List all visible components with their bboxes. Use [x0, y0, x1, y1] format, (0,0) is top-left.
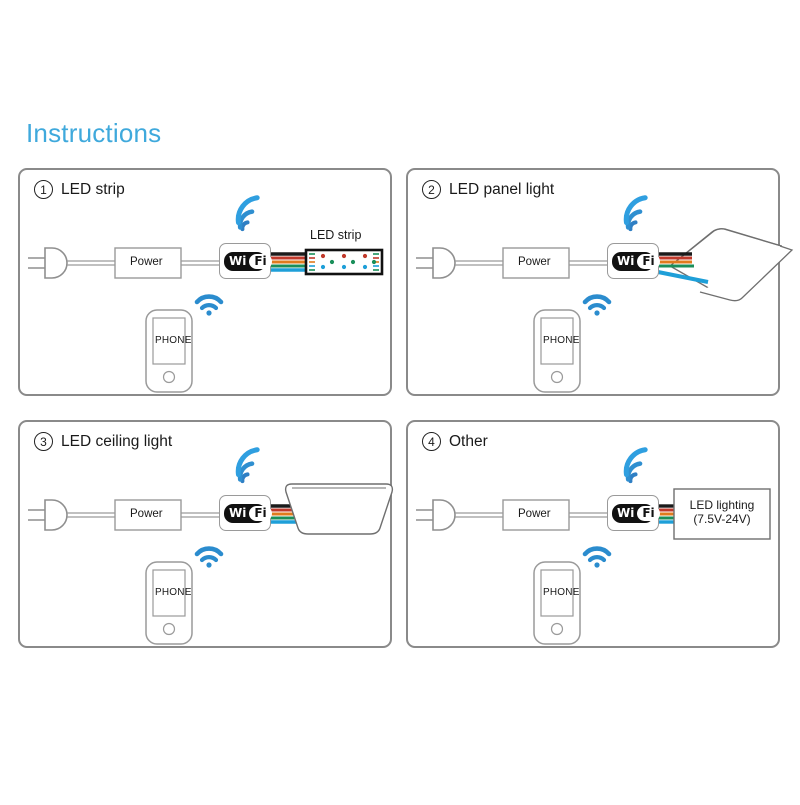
- power-plug-icon: [28, 247, 68, 279]
- panel-3-title: LED ceiling light: [61, 432, 173, 450]
- rgb-wire-bundle: [657, 252, 709, 284]
- led-ceiling-light-shape: [284, 483, 394, 535]
- wifi-brand-fi: Fi: [249, 505, 272, 521]
- panel-3-number: 3: [34, 432, 53, 451]
- cord-plug-to-power: [67, 260, 115, 266]
- wifi-controller-module[interactable]: Wi Fi: [607, 243, 660, 279]
- led-lighting-label-line1: LED lighting: [689, 498, 755, 512]
- wifi-brand-fi: Fi: [637, 253, 660, 269]
- wifi-brand-wi: Wi: [229, 506, 247, 520]
- wifi-brand-logo: Wi Fi: [224, 503, 272, 523]
- wifi-brand-fi: Fi: [249, 253, 272, 269]
- led-strip-body: [304, 248, 384, 276]
- panel-2-number: 2: [422, 180, 441, 199]
- wifi-controller-module[interactable]: Wi Fi: [607, 495, 660, 531]
- wifi-signal-icon-lower: [582, 546, 612, 568]
- power-label: Power: [130, 508, 163, 520]
- led-strip-label: LED strip: [310, 228, 362, 242]
- panel-led-panel-light: 2 LED panel light: [406, 168, 782, 396]
- rgb-wire-bundle: [658, 504, 674, 524]
- power-plug-icon: [28, 499, 68, 531]
- power-plug-icon: [416, 499, 456, 531]
- rgb-wire-bundle: [270, 504, 296, 524]
- panel-4-number: 4: [422, 432, 441, 451]
- smartphone-icon: [145, 561, 193, 645]
- wifi-signal-icon-lower: [194, 546, 224, 568]
- panel-1-title: LED strip: [61, 180, 125, 198]
- wifi-brand-wi: Wi: [229, 254, 247, 268]
- wifi-brand-logo: Wi Fi: [612, 251, 660, 271]
- led-strip-pads: [309, 253, 315, 271]
- power-label: Power: [518, 508, 551, 520]
- led-lighting-label: LED lighting (7.5V-24V): [680, 498, 764, 526]
- panel-2-diagram: [408, 170, 782, 394]
- phone-label: PHONE: [543, 587, 580, 598]
- panel-2-title: LED panel light: [449, 180, 555, 198]
- panel-3-header: 3 LED ceiling light: [34, 432, 172, 451]
- cord-plug-to-power: [455, 512, 503, 518]
- wifi-signal-icon-lower: [582, 294, 612, 316]
- panel-led-ceiling-light: 3 LED ceiling light: [18, 420, 394, 648]
- panel-4-title: Other: [449, 432, 488, 450]
- wifi-signal-icon-lower: [194, 294, 224, 316]
- panel-1-diagram: [20, 170, 390, 394]
- wifi-brand-logo: Wi Fi: [612, 503, 660, 523]
- panel-1-header: 1 LED strip: [34, 180, 125, 199]
- panel-other: 4 Other: [406, 420, 780, 648]
- page-title: Instructions: [26, 118, 162, 148]
- wifi-brand-wi: Wi: [617, 506, 635, 520]
- wifi-signal-icon: [623, 447, 648, 484]
- panel-1-number: 1: [34, 180, 53, 199]
- cord-power-to-module: [569, 260, 607, 266]
- wifi-brand-fi: Fi: [637, 505, 660, 521]
- panel-led-strip: 1 LED strip: [18, 168, 392, 396]
- cord-power-to-module: [181, 260, 219, 266]
- phone-label: PHONE: [155, 587, 192, 598]
- cord-power-to-module: [569, 512, 607, 518]
- cord-plug-to-power: [455, 260, 503, 266]
- panel-3-diagram: [20, 422, 394, 646]
- led-strip-diodes: [320, 253, 377, 270]
- power-label: Power: [518, 256, 551, 268]
- panel-2-header: 2 LED panel light: [422, 180, 554, 199]
- wifi-controller-module[interactable]: Wi Fi: [219, 243, 272, 279]
- wifi-brand-wi: Wi: [617, 254, 635, 268]
- led-lighting-label-line2: (7.5V-24V): [693, 512, 751, 526]
- wifi-brand-logo: Wi Fi: [224, 251, 272, 271]
- phone-label: PHONE: [155, 335, 192, 346]
- smartphone-icon: [533, 309, 581, 393]
- smartphone-icon: [145, 309, 193, 393]
- wifi-signal-icon: [623, 195, 648, 232]
- wifi-controller-module[interactable]: Wi Fi: [219, 495, 272, 531]
- power-plug-icon: [416, 247, 456, 279]
- phone-label: PHONE: [543, 335, 580, 346]
- cord-power-to-module: [181, 512, 219, 518]
- panel-4-diagram: [408, 422, 778, 646]
- power-adapter-box: [502, 247, 570, 279]
- led-panel-light-shape: [668, 228, 782, 300]
- rgb-wire-bundle: [270, 252, 306, 272]
- power-adapter-box: [502, 499, 570, 531]
- power-adapter-box: [114, 499, 182, 531]
- power-adapter-box: [114, 247, 182, 279]
- panel-4-header: 4 Other: [422, 432, 488, 451]
- smartphone-icon: [533, 561, 581, 645]
- wifi-signal-icon: [235, 447, 260, 484]
- cord-plug-to-power: [67, 512, 115, 518]
- power-label: Power: [130, 256, 163, 268]
- led-lighting-box: [673, 488, 771, 540]
- wifi-signal-icon: [235, 195, 260, 232]
